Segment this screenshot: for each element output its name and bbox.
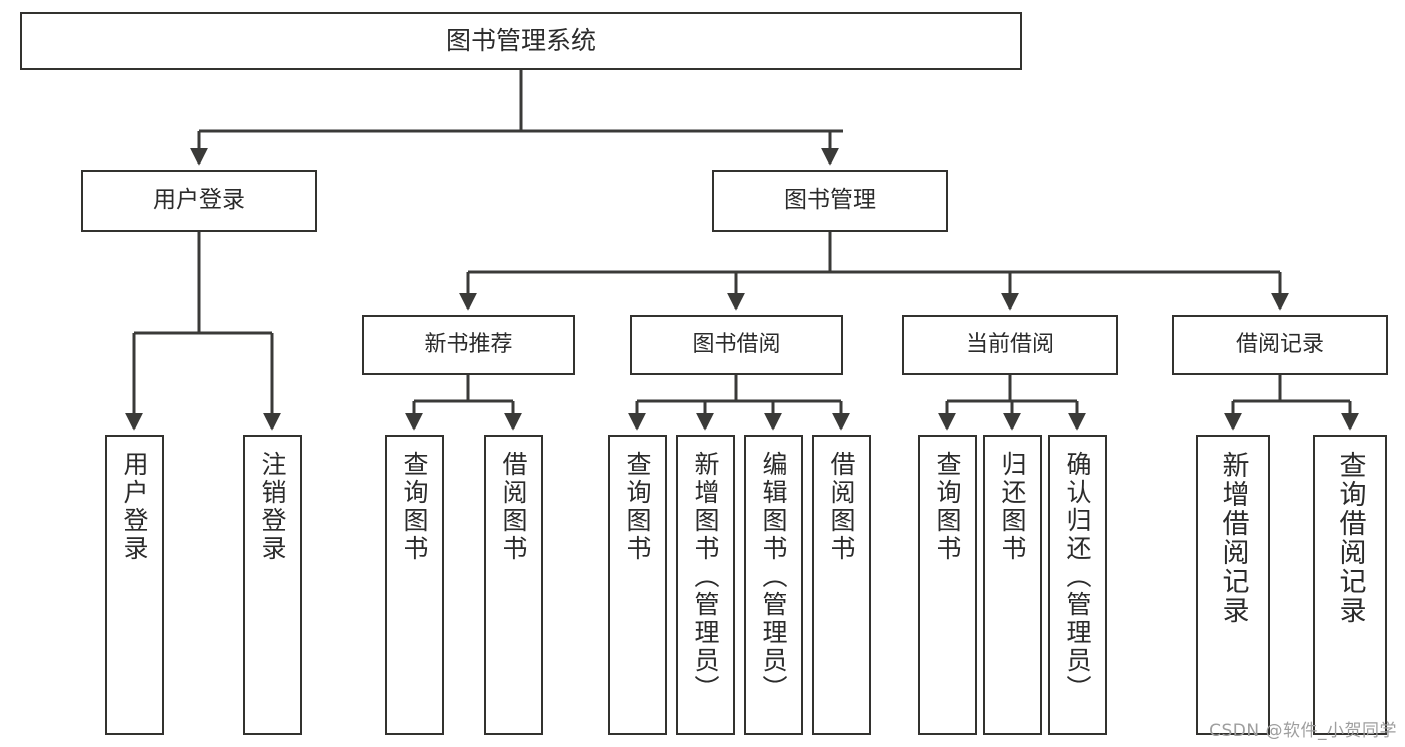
node-new-book-recommend[interactable]: 新书推荐 [362, 315, 575, 375]
leaf-recommend-query-book[interactable]: 查询图书 [385, 435, 444, 735]
node-label: 借阅图书 [827, 451, 856, 563]
node-label: 确认归还（管理员） [1063, 451, 1092, 703]
leaf-recommend-borrow-book[interactable]: 借阅图书 [484, 435, 543, 735]
node-label: 新书推荐 [424, 332, 513, 358]
leaf-record-add-record[interactable]: 新增借阅记录 [1196, 435, 1270, 735]
node-label: 编辑图书（管理员） [759, 451, 788, 703]
node-current-borrow[interactable]: 当前借阅 [902, 315, 1118, 375]
node-label: 图书管理 [784, 187, 876, 214]
node-root-system[interactable]: 图书管理系统 [20, 12, 1022, 70]
leaf-current-return-book[interactable]: 归还图书 [983, 435, 1042, 735]
node-book-management[interactable]: 图书管理 [712, 170, 948, 232]
leaf-current-confirm-return-admin[interactable]: 确认归还（管理员） [1048, 435, 1107, 735]
node-label: 借阅图书 [499, 451, 528, 563]
node-label: 查询图书 [623, 451, 652, 563]
csdn-watermark: CSDN @软件_小贺同学 [1209, 721, 1397, 741]
node-label: 查询图书 [933, 451, 962, 563]
node-label: 新增图书（管理员） [691, 451, 720, 703]
node-label: 当前借阅 [965, 332, 1054, 358]
leaf-record-query-record[interactable]: 查询借阅记录 [1313, 435, 1387, 735]
node-borrow-record[interactable]: 借阅记录 [1172, 315, 1388, 375]
node-label: 借阅记录 [1235, 332, 1324, 358]
leaf-borrow-edit-book-admin[interactable]: 编辑图书（管理员） [744, 435, 803, 735]
node-label: 查询图书 [400, 451, 429, 563]
node-label: 图书管理系统 [445, 26, 596, 56]
leaf-borrow-add-book-admin[interactable]: 新增图书（管理员） [676, 435, 735, 735]
leaf-borrow-borrow-book[interactable]: 借阅图书 [812, 435, 871, 735]
node-label: 用户登录 [120, 451, 149, 563]
node-label: 用户登录 [153, 187, 245, 214]
node-book-borrow[interactable]: 图书借阅 [630, 315, 843, 375]
node-label: 归还图书 [998, 451, 1027, 563]
node-label: 查询借阅记录 [1334, 451, 1366, 625]
node-label: 图书借阅 [692, 332, 781, 358]
node-label: 新增借阅记录 [1217, 451, 1249, 625]
leaf-user-login[interactable]: 用户登录 [105, 435, 164, 735]
node-label: 注销登录 [258, 451, 287, 563]
node-user-login[interactable]: 用户登录 [81, 170, 317, 232]
leaf-current-query-book[interactable]: 查询图书 [918, 435, 977, 735]
leaf-user-logout[interactable]: 注销登录 [243, 435, 302, 735]
leaf-borrow-query-book[interactable]: 查询图书 [608, 435, 667, 735]
